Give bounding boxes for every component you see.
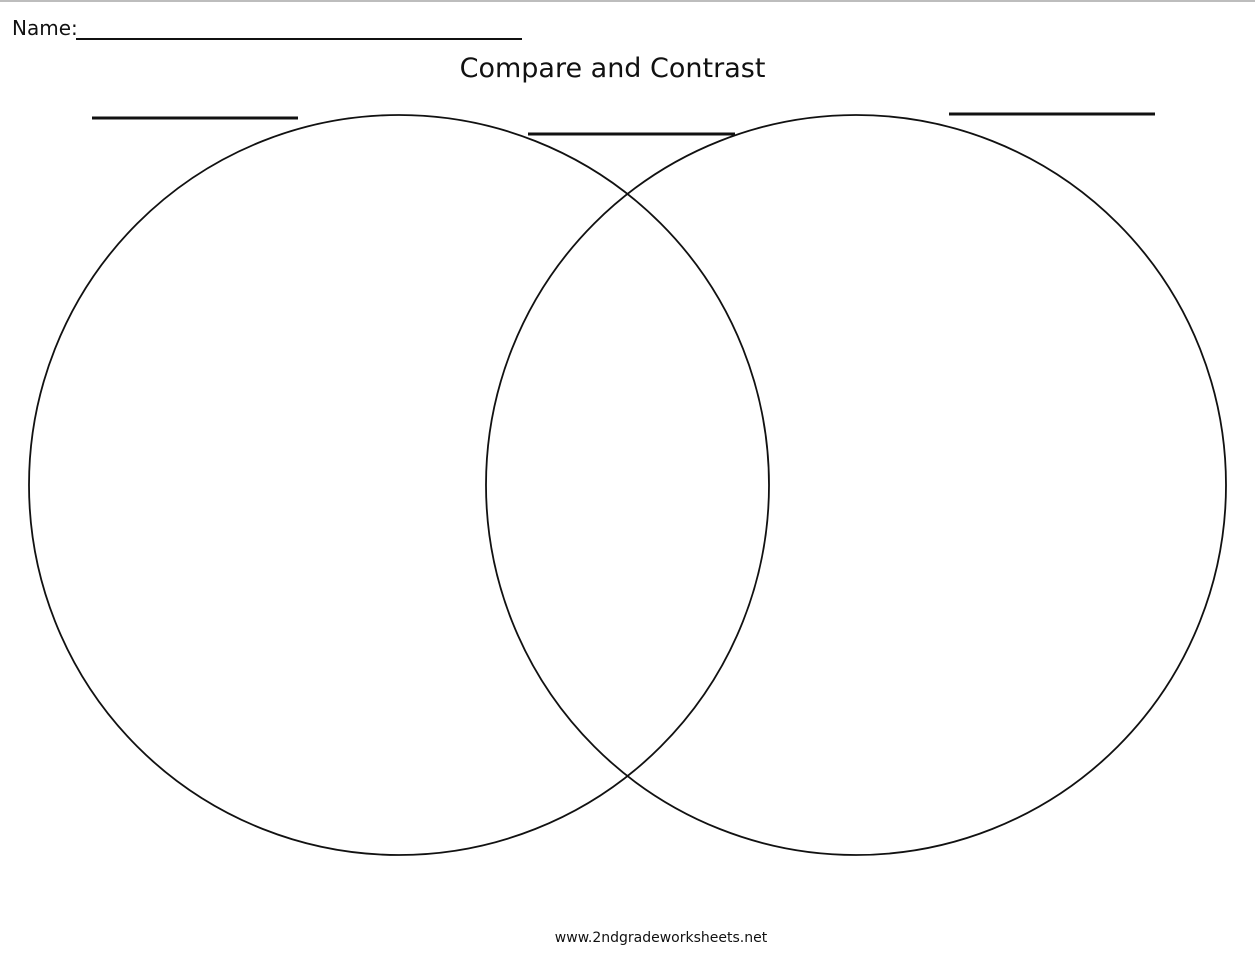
- right-circle: [485, 114, 1227, 856]
- page-title-text: Compare and Contrast: [459, 53, 766, 84]
- footer-url: www.2ndgradeworksheets.net: [554, 930, 768, 946]
- page-title: Compare and Contrast: [0, 52, 1225, 86]
- page-top-border: [0, 0, 1255, 2]
- left-circle: [28, 114, 770, 856]
- name-field-line[interactable]: [76, 38, 522, 40]
- name-label: Name:: [12, 16, 78, 40]
